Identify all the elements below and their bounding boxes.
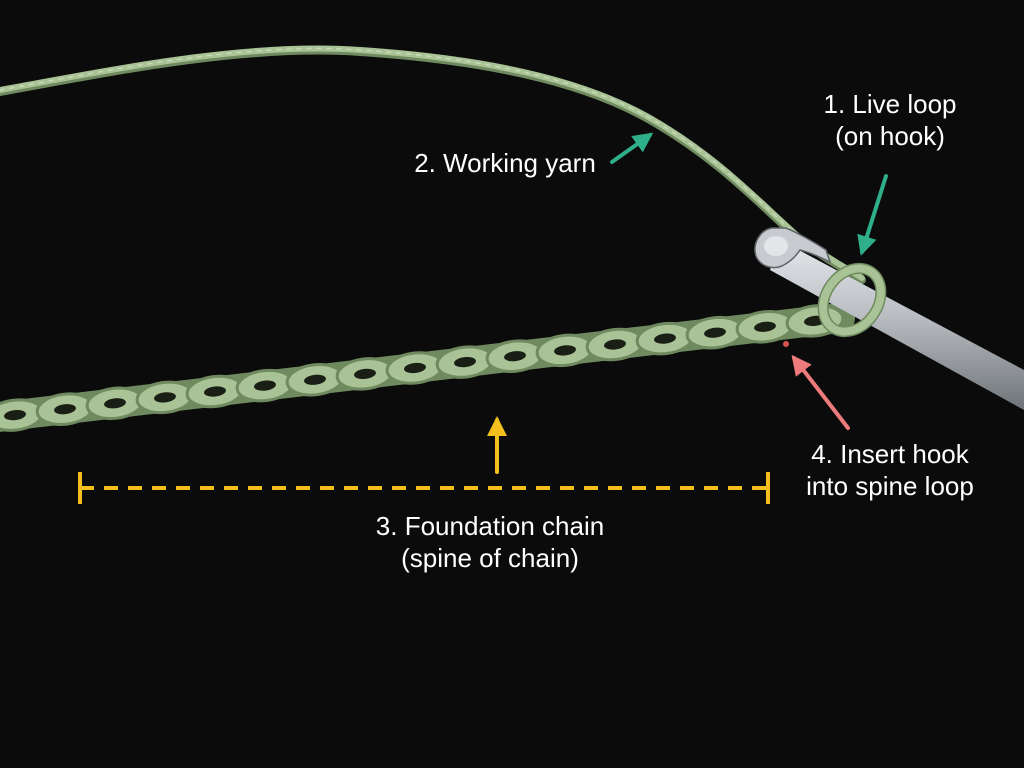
label-live-loop-line2: (on hook) (835, 121, 945, 151)
chain-stitch-opening (454, 356, 476, 368)
label-insert-hook-line2: into spine loop (806, 471, 974, 501)
foundation-chain (0, 303, 855, 432)
chain-stitch-opening (304, 374, 326, 385)
chain-stitch-opening (104, 398, 126, 409)
chain-stitch-opening (654, 333, 676, 344)
label-foundation-line2: (spine of chain) (401, 543, 579, 573)
chain-stitch-opening (504, 351, 526, 362)
label-live-loop: 1. Live loop (on hook) (790, 88, 990, 152)
label-foundation-chain: 3. Foundation chain (spine of chain) (330, 510, 650, 574)
arrow-insert-hook (791, 354, 850, 430)
chain-stitch-opening (4, 409, 26, 421)
label-insert-hook: 4. Insert hook into spine loop (780, 438, 1000, 502)
label-foundation-line1: 3. Foundation chain (375, 511, 605, 541)
chain-stitch-opening (204, 386, 226, 397)
chain-stitch-opening (604, 339, 626, 350)
chain-stitch-opening (754, 321, 776, 332)
arrow-working-yarn (610, 132, 654, 164)
label-live-loop-line1: 1. Live loop (823, 89, 957, 119)
chain-stitch-opening (354, 368, 376, 380)
insertion-point (783, 341, 789, 347)
foundation-chain-span (78, 472, 770, 504)
live-loop (817, 262, 887, 338)
chain-stitch-opening (254, 380, 276, 391)
chain-stitch-opening (404, 362, 426, 374)
label-working-yarn: 2. Working yarn (380, 147, 630, 179)
label-working-yarn-line1: 2. Working yarn (414, 148, 596, 178)
chain-stitch-opening (704, 327, 726, 338)
chain-stitch-opening (154, 392, 176, 403)
chain-stitch-opening (554, 345, 576, 356)
arrow-live-loop (857, 174, 888, 256)
label-insert-hook-line1: 4. Insert hook (811, 439, 969, 469)
chain-stitch-opening (54, 404, 76, 415)
